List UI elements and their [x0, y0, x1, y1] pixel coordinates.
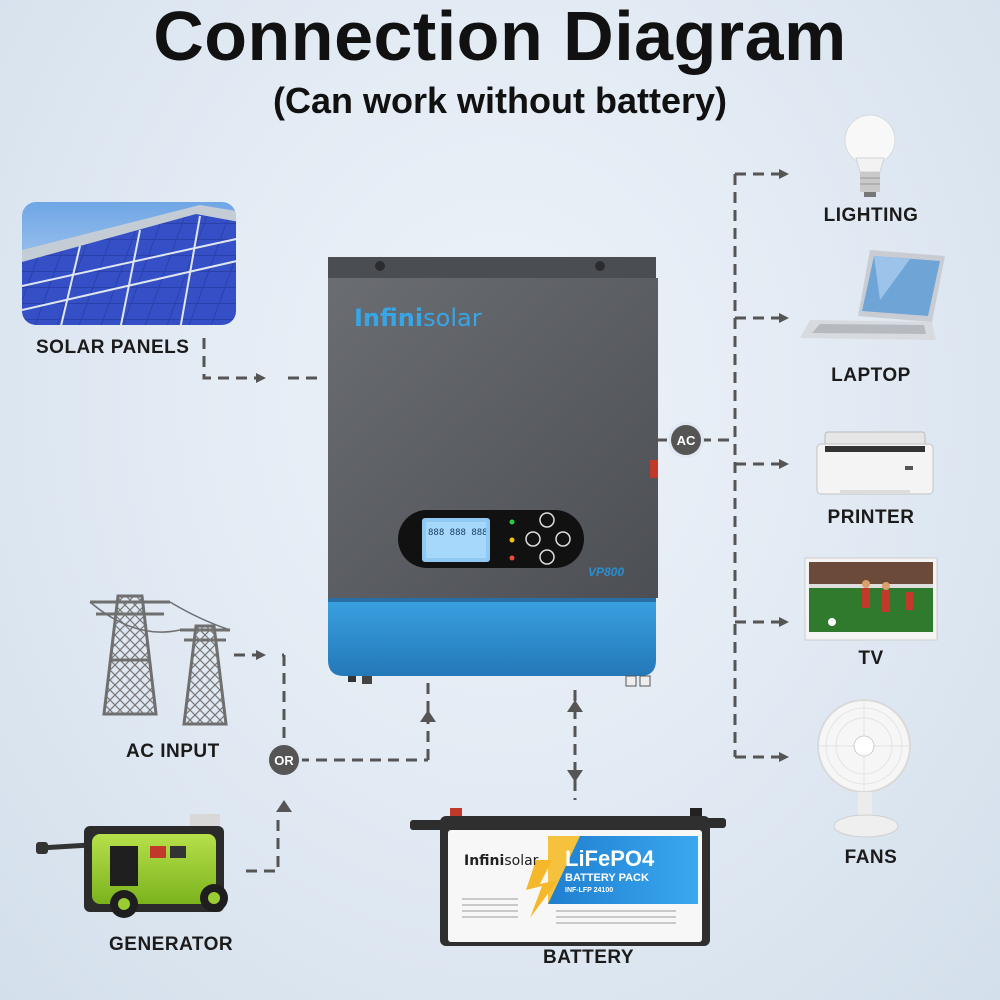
- page-title: Connection Diagram: [153, 0, 847, 75]
- arrowheads: [276, 700, 583, 812]
- battery-label: BATTERY: [543, 947, 635, 968]
- laptop-label: LAPTOP: [831, 365, 911, 386]
- solar-panels-label: SOLAR PANELS: [36, 337, 190, 358]
- inverter-brand-logo: Infinisolar: [354, 304, 482, 332]
- battery-brand-logo: Infinisolar: [464, 853, 539, 869]
- page-subtitle: (Can work without battery): [272, 80, 727, 121]
- battery-pack-label: BATTERY PACK: [565, 872, 649, 884]
- ac-output-badge: AC: [671, 425, 701, 455]
- battery-model-label: INF-LFP 24100: [565, 887, 614, 894]
- or-badge: OR: [269, 745, 299, 775]
- ac-input-towers-image: [89, 594, 231, 726]
- printer-label: PRINTER: [827, 507, 915, 528]
- tv-image: [804, 557, 938, 641]
- fans-label: FANS: [844, 847, 898, 868]
- inverter-unit: [328, 257, 658, 687]
- lighting-bulb-image: [844, 114, 896, 197]
- inverter-lcd-readout: 888 888 888: [428, 528, 486, 538]
- lighting-label: LIGHTING: [823, 205, 919, 226]
- laptop-image: [800, 250, 945, 340]
- ac-input-label: AC INPUT: [126, 741, 220, 762]
- generator-image: [36, 814, 228, 918]
- tv-label: TV: [858, 648, 884, 669]
- solar-connector: [202, 338, 266, 383]
- fan-image: [817, 699, 911, 838]
- printer-image: [816, 431, 934, 495]
- inverter-model-label: VP800: [588, 565, 625, 579]
- battery-image: [410, 808, 726, 946]
- generator-label: GENERATOR: [109, 934, 234, 955]
- battery-chemistry-label: LiFePO4: [565, 846, 655, 871]
- solar-panels-image: [22, 202, 236, 325]
